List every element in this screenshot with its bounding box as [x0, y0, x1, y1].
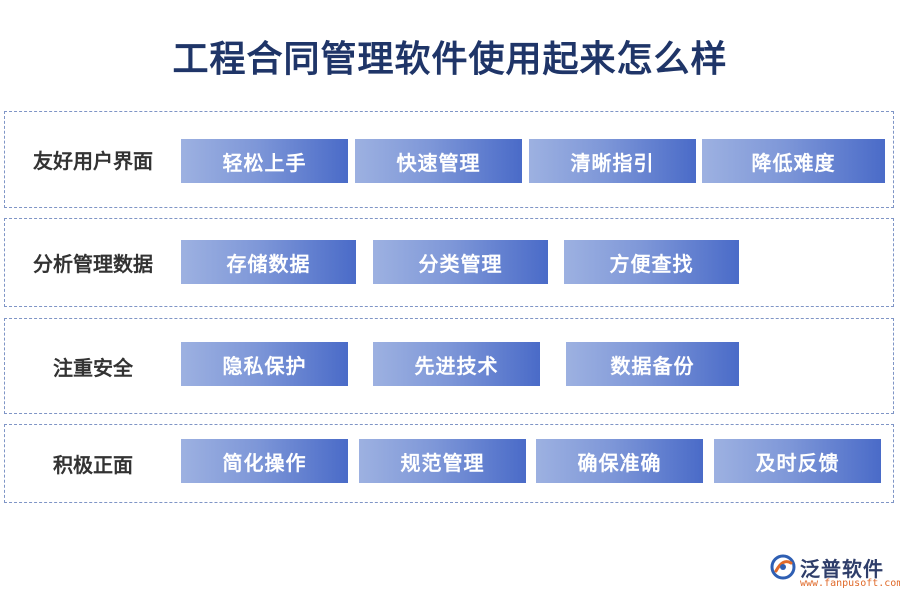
- section-friendly-ui: 友好用户界面 轻松上手 快速管理 清晰指引 降低难度: [4, 111, 894, 208]
- brand-name: 泛普软件: [800, 557, 884, 581]
- tag-box: 隐私保护: [181, 342, 348, 386]
- section-label: 积极正面: [53, 453, 133, 477]
- fanpu-logo-icon: [770, 554, 796, 580]
- tag-box: 轻松上手: [181, 139, 348, 183]
- tag-box: 确保准确: [536, 439, 703, 483]
- section-data-analysis: 分析管理数据 存储数据 分类管理 方便查找: [4, 218, 894, 307]
- tag-box: 分类管理: [373, 240, 548, 284]
- section-label: 注重安全: [53, 355, 133, 380]
- page-title: 工程合同管理软件使用起来怎么样: [172, 39, 728, 80]
- brand-url: www.fanpusoft.com: [800, 578, 900, 589]
- tag-box: 降低难度: [702, 139, 885, 183]
- tag-box: 规范管理: [359, 439, 526, 483]
- tag-box: 快速管理: [355, 139, 522, 183]
- tag-box: 存储数据: [181, 240, 356, 284]
- section-security: 注重安全 隐私保护 先进技术 数据备份: [4, 318, 894, 414]
- tag-box: 数据备份: [566, 342, 739, 386]
- section-label: 友好用户界面: [33, 149, 153, 173]
- tag-box: 方便查找: [564, 240, 739, 284]
- section-positive: 积极正面 简化操作 规范管理 确保准确 及时反馈: [4, 424, 894, 503]
- tag-box: 清晰指引: [529, 139, 696, 183]
- brand-logo: 泛普软件 www.fanpusoft.com: [770, 552, 900, 592]
- tag-box: 先进技术: [373, 342, 540, 386]
- tag-box: 及时反馈: [714, 439, 881, 483]
- section-label: 分析管理数据: [33, 252, 153, 276]
- tag-box: 简化操作: [181, 439, 348, 483]
